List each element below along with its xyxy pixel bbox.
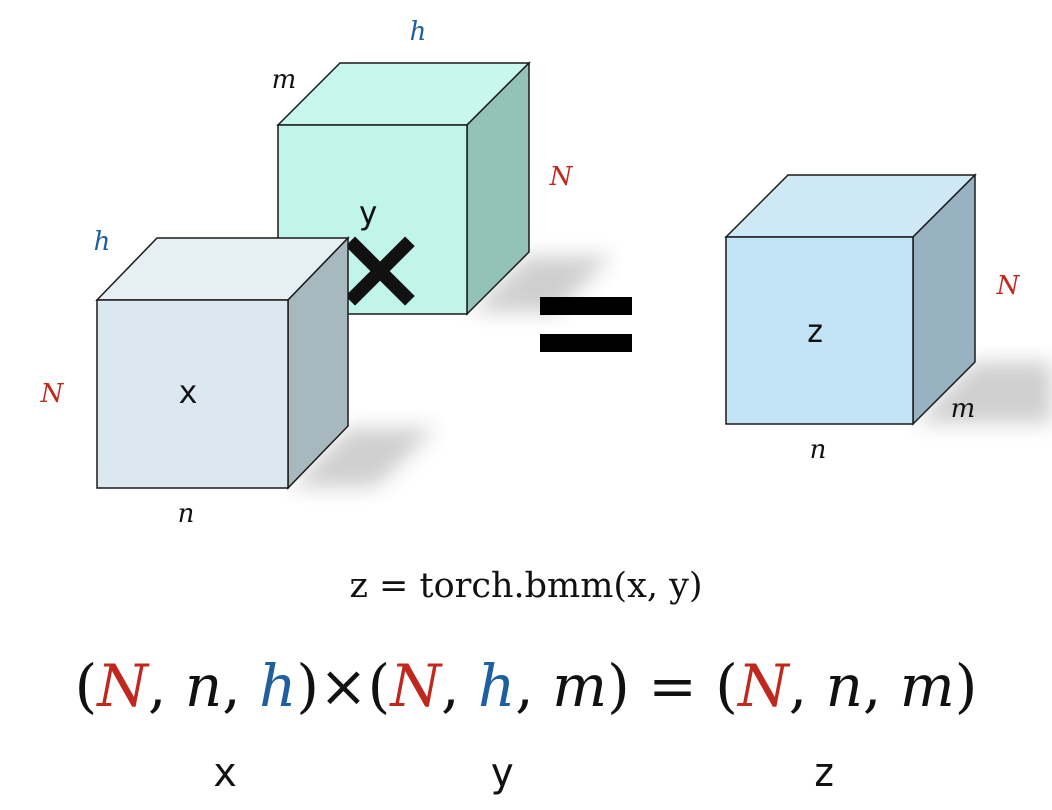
formula-batch-dim: N xyxy=(737,652,789,720)
formula-paren-close: ) xyxy=(607,652,630,720)
formula-batch-dim: N xyxy=(390,652,442,720)
formula-paren-open: ( xyxy=(367,652,391,720)
equals-bar-bottom xyxy=(540,334,632,352)
cube-y-shadow xyxy=(470,256,612,312)
cube-x-front-face xyxy=(96,299,289,489)
cube-x-dim-bottom: n xyxy=(178,499,195,529)
cube-y-label: y xyxy=(358,194,377,232)
formula-times: × xyxy=(319,652,368,720)
cube-z: z xyxy=(724,173,1052,426)
formula-comma: , xyxy=(788,652,808,720)
formula-batch-dim: N xyxy=(97,652,148,720)
cube-z-dim-side: N xyxy=(996,271,1021,301)
code-line: z = torch.bmm(x, y) xyxy=(349,566,703,606)
cube-y-dim-side: N xyxy=(549,162,574,192)
cube-x: x xyxy=(95,236,436,490)
cube-x-label: x xyxy=(178,373,197,411)
cube-y: y xyxy=(276,61,612,316)
formula-row-dim: n xyxy=(825,652,863,720)
formula-comma: , xyxy=(441,652,460,720)
equals-bar-top xyxy=(540,297,632,315)
formula-col-dim: m xyxy=(552,652,608,720)
formula-comma: , xyxy=(515,652,534,720)
formula-paren-close: ) xyxy=(296,652,320,720)
cube-z-dim-depth: m xyxy=(951,394,976,424)
cube-x-dim-top: h xyxy=(94,227,111,257)
bottom-label-z: z xyxy=(811,750,837,796)
cube-x-dim-side: N xyxy=(40,379,65,409)
formula-paren-open: ( xyxy=(715,652,738,720)
formula-z-shape: (N, n, m) xyxy=(715,652,977,720)
formula-shared-dim: h xyxy=(259,652,297,720)
formula-paren-open: ( xyxy=(74,652,98,720)
formula-x-shape: (N, n, h) xyxy=(75,652,320,720)
formula-shared-dim: h xyxy=(477,652,516,720)
formula-y-shape: (N, h, m) xyxy=(368,652,630,720)
formula-comma: , xyxy=(222,652,241,720)
formula-comma: , xyxy=(862,652,882,720)
formula-col-dim: m xyxy=(899,652,955,720)
bottom-label-y: y xyxy=(489,750,515,796)
cube-x-shadow xyxy=(290,428,436,487)
cube-y-dim-top: h xyxy=(410,17,427,47)
cube-y-dim-top-left: m xyxy=(272,65,297,95)
formula-equals: = xyxy=(648,652,697,720)
equals-operator xyxy=(540,297,632,352)
cube-z-shadow xyxy=(915,362,1052,423)
bottom-label-x: x xyxy=(212,750,238,796)
formula-comma: , xyxy=(147,652,167,720)
shape-formula: (N, n, h)×(N, h, m) = (N, n, m) xyxy=(0,652,1052,720)
formula-row-dim: n xyxy=(184,652,223,720)
formula-paren-close: ) xyxy=(954,652,978,720)
cube-z-dim-bottom: n xyxy=(810,435,827,465)
cube-z-front-face xyxy=(725,236,914,425)
cube-z-label: z xyxy=(805,312,824,350)
